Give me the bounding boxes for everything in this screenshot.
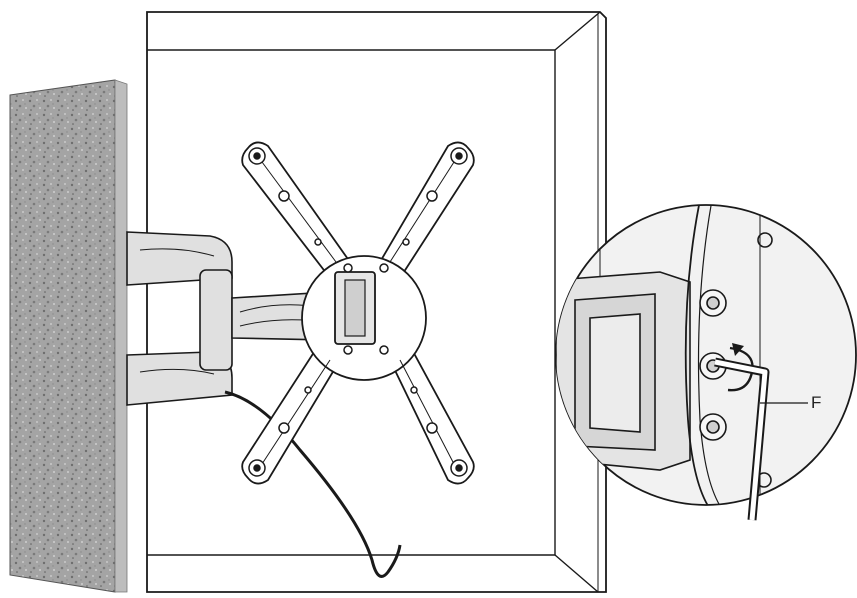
mount-arm: [126, 231, 331, 406]
zoom-detail: [555, 204, 857, 521]
wall: [9, 79, 128, 593]
bracket-bolts: [248, 147, 468, 477]
tv-bevel-corner-top: [554, 11, 601, 51]
zoom-mount-hole: [757, 232, 773, 248]
zoom-curved-rail: [684, 205, 721, 505]
wall-edge: [114, 79, 128, 593]
tv-inner-bevel: [147, 49, 556, 556]
arm-elbow: [199, 269, 233, 371]
tv-bevel-corner-bottom: [554, 554, 599, 593]
callout-label-f: F: [811, 393, 822, 412]
vesa-bracket: [241, 141, 475, 485]
